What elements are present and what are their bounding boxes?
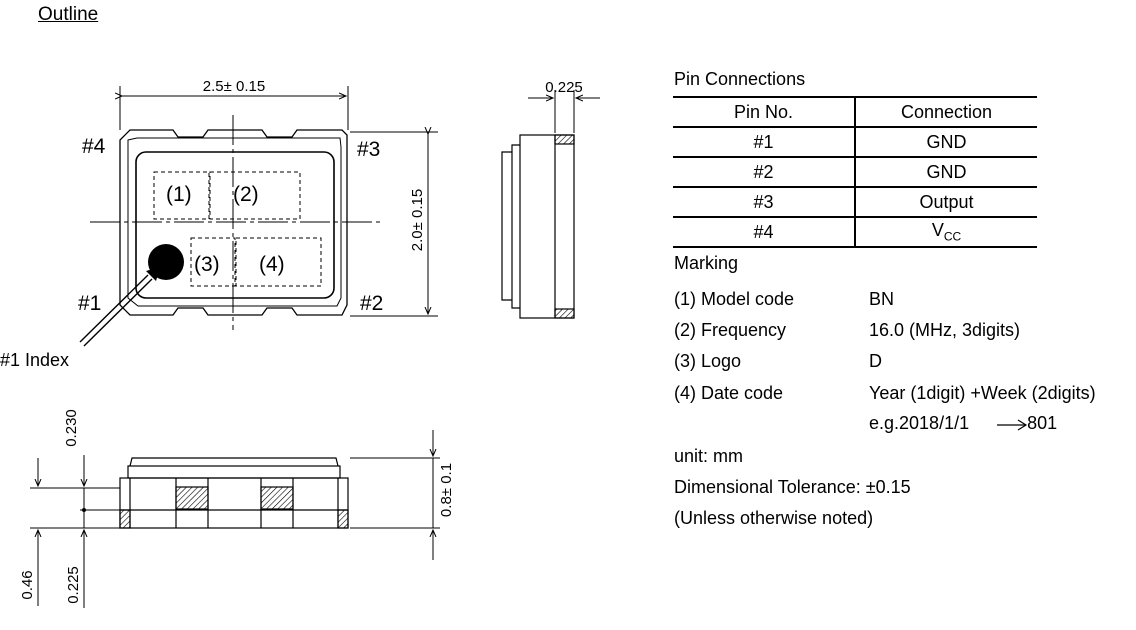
pin-2-label: #2 <box>360 292 383 315</box>
connection-cell: GND <box>855 157 1037 188</box>
side-view <box>501 90 600 319</box>
pin-cell: #4 <box>673 217 856 248</box>
dim-0225-label: 0.225 <box>65 566 82 604</box>
marking-label: (3) Logo <box>674 351 742 371</box>
table-row: #4 VCC <box>673 217 1037 248</box>
index-leader <box>79 274 149 343</box>
mark-1-label: (1) <box>166 183 192 206</box>
table-header-connection: Connection <box>855 96 1037 128</box>
marking-title: Marking <box>674 253 739 273</box>
marking-item: (3) Logo D <box>674 351 882 372</box>
example-result: 801 <box>1027 413 1058 433</box>
index-label: #1 Index <box>0 350 69 370</box>
vcc-subscript: CC <box>943 229 962 244</box>
connection-cell: Output <box>855 187 1037 218</box>
pin-3-label: #3 <box>357 138 380 161</box>
front-height-label: 0.8± 0.1 <box>438 463 455 517</box>
dim-046-label: 0.46 <box>19 570 36 599</box>
top-view <box>90 115 380 330</box>
pin-1-label: #1 <box>78 292 101 315</box>
mark-3-label: (3) <box>194 253 220 276</box>
pin-cell: #1 <box>673 127 856 158</box>
front-view <box>119 457 349 529</box>
connection-cell: VCC <box>855 217 1037 248</box>
marking-label: (4) Date code <box>674 383 784 403</box>
vcc-main: V <box>931 220 944 241</box>
marking-value: BN <box>869 289 895 309</box>
page-title: Outline <box>38 4 99 25</box>
example-prefix: e.g.2018/1/1 <box>869 413 970 433</box>
front-dimensions <box>30 430 440 608</box>
connection-cell: GND <box>855 127 1037 158</box>
table-row: #2 GND <box>673 157 1037 188</box>
tolerance-note: Dimensional Tolerance: ±0.15 <box>674 477 911 497</box>
pin-connections-title: Pin Connections <box>674 69 806 89</box>
marking-item: (1) Model code BN <box>674 289 894 310</box>
table-row: #1 GND <box>673 127 1037 158</box>
unless-note: (Unless otherwise noted) <box>674 508 874 528</box>
pin-cell: #3 <box>673 187 856 218</box>
example-arrow-icon <box>997 419 1028 431</box>
marking-value: 16.0 (MHz, 3digits) <box>869 320 1021 340</box>
mark-2-label: (2) <box>233 183 259 206</box>
mark-4-label: (4) <box>259 253 285 276</box>
pin-cell: #2 <box>673 157 856 188</box>
unit-note: unit: mm <box>674 446 744 466</box>
marking-label: (2) Frequency <box>674 320 787 340</box>
height-dim-label: 2.0± 0.15 <box>409 189 426 251</box>
marking-item: (2) Frequency 16.0 (MHz, 3digits) <box>674 320 1020 341</box>
pin-4-label: #4 <box>82 135 106 158</box>
marking-value: D <box>869 351 882 371</box>
marking-value: Year (1digit) +Week (2digits) <box>869 383 1096 403</box>
side-thickness-label: 0.225 <box>545 79 583 96</box>
pin-connections-table: Pin No. Connection #1 GND #2 GND #3 Outp… <box>673 96 1037 248</box>
date-code-example: e.g.2018/1/1 801 <box>869 413 1057 434</box>
marking-item: (4) Date code Year (1digit) +Week (2digi… <box>674 383 1096 404</box>
height-dimension <box>350 132 438 317</box>
marking-label: (1) Model code <box>674 289 795 309</box>
width-dim-label: 2.5± 0.15 <box>203 78 265 95</box>
width-dimension <box>120 86 349 130</box>
table-row: #3 Output <box>673 187 1037 218</box>
dim-0230-label: 0.230 <box>63 409 80 447</box>
table-header-pin: Pin No. <box>673 96 856 128</box>
